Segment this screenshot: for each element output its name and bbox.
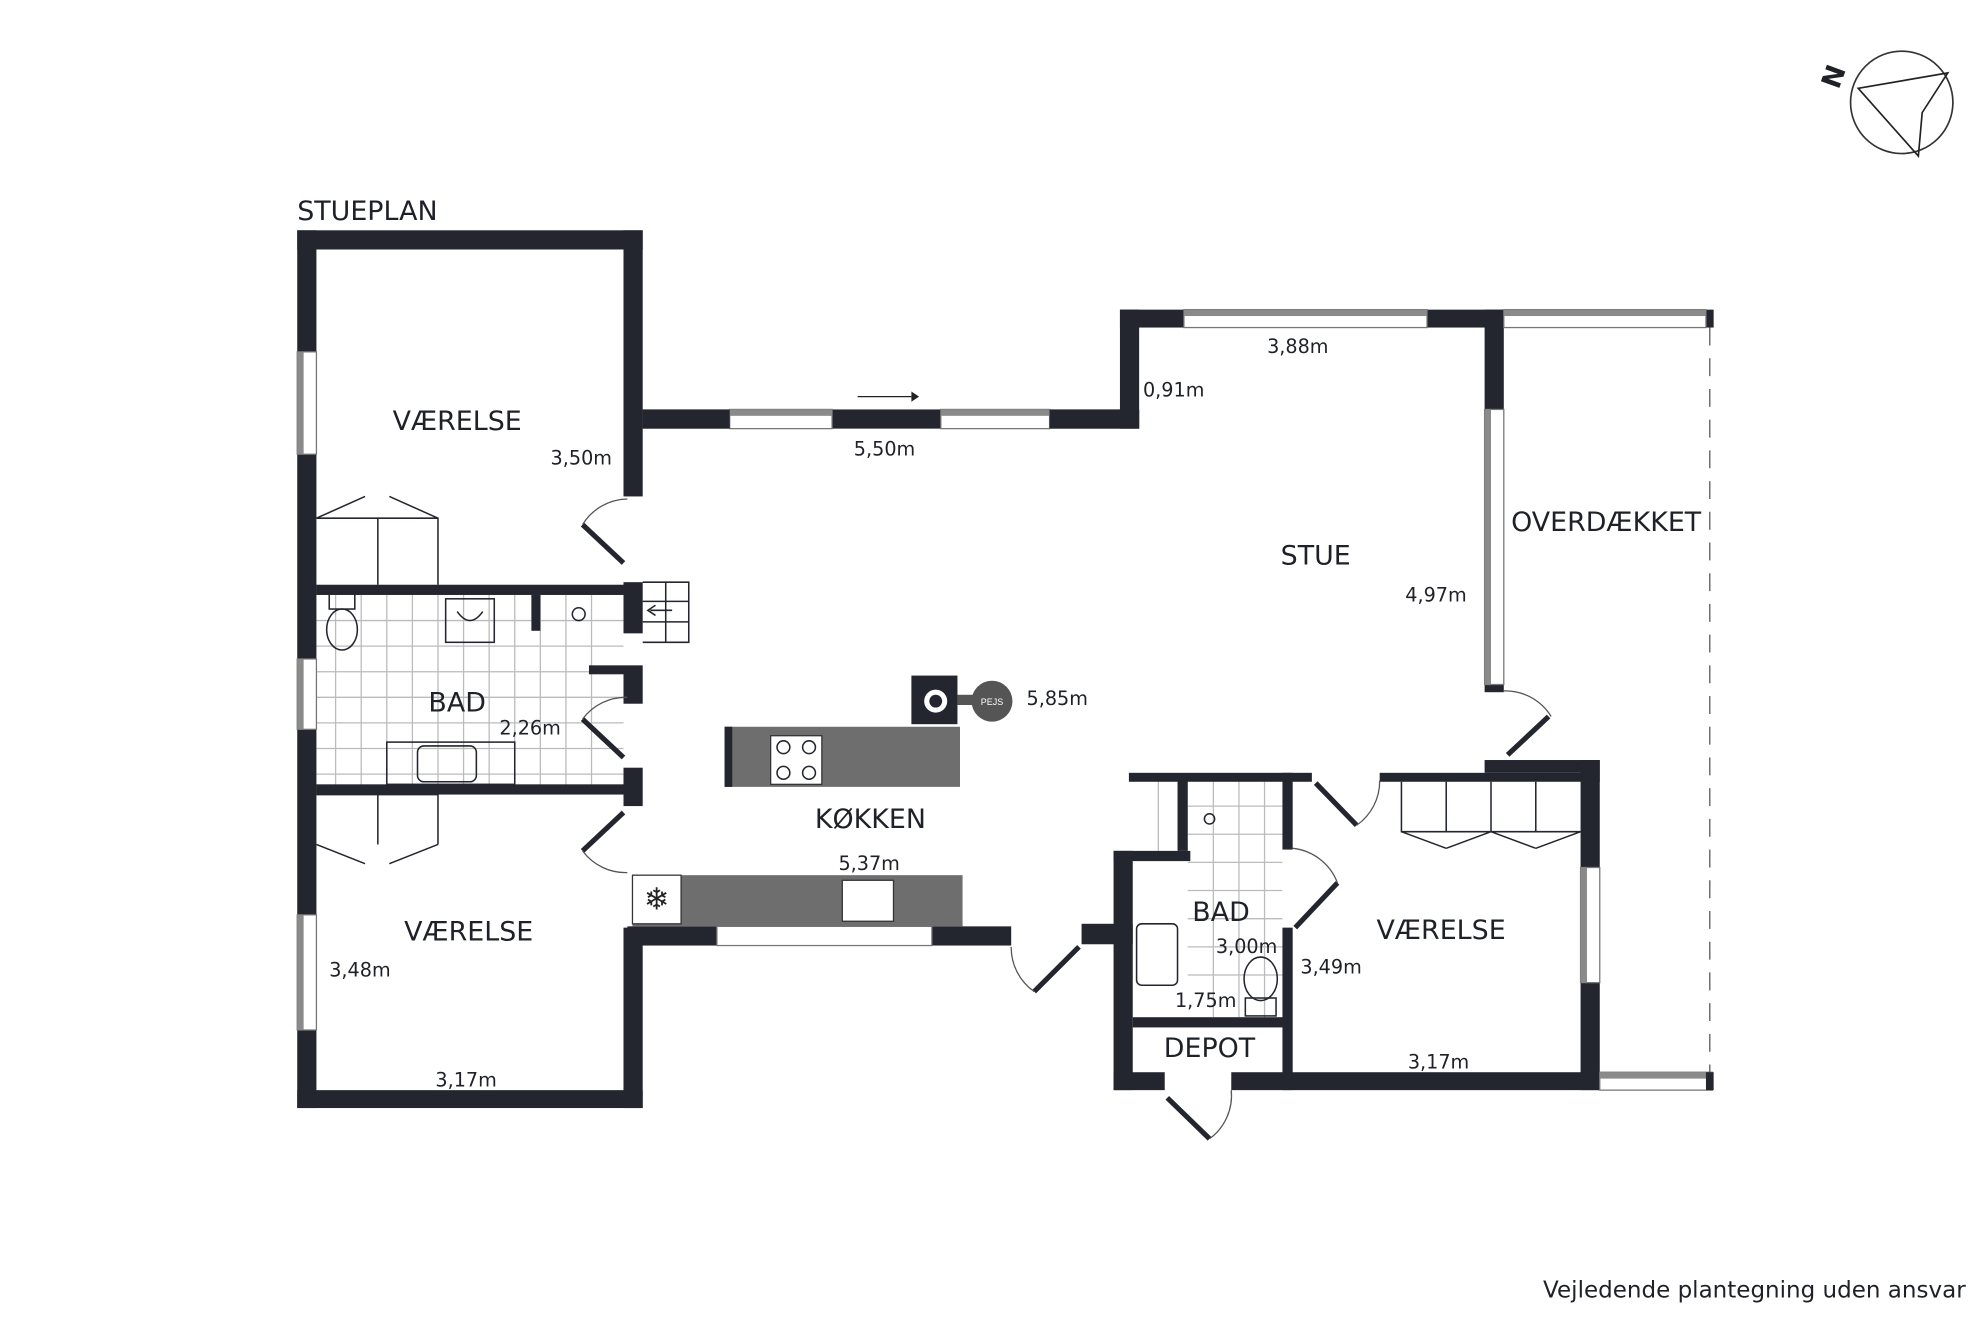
dim-vaerelse-2-b: 3,17m xyxy=(435,1068,496,1091)
disclaimer: Vejledende plantegning uden ansvar xyxy=(1543,1277,1966,1303)
room-label-depot: DEPOT xyxy=(1164,1033,1256,1064)
toilet-icon-2 xyxy=(1243,956,1279,1017)
shower-icon xyxy=(571,606,586,622)
stairs-icon xyxy=(642,581,690,644)
fireplace-label: PEJS xyxy=(981,697,1003,707)
room-label-bad-2: BAD xyxy=(1192,897,1249,928)
stove-icon xyxy=(776,740,817,780)
compass-icon: N xyxy=(1816,50,1954,159)
dim-vaerelse-1: 3,50m xyxy=(551,446,612,469)
room-label-koekken: KØKKEN xyxy=(815,804,926,835)
room-label-vaerelse-2: VÆRELSE xyxy=(404,916,533,947)
plan-title: STUEPLAN xyxy=(297,196,437,227)
dim-vaerelse-2-a: 3,48m xyxy=(329,958,390,981)
dim-stue-a: 5,50m xyxy=(854,438,915,461)
dim-bad-1: 2,26m xyxy=(499,716,560,739)
compass-north-label: N xyxy=(1816,61,1853,93)
windows xyxy=(296,308,1714,1091)
shower-icon-2 xyxy=(1203,812,1216,825)
room-label-bad-1: BAD xyxy=(428,687,485,718)
dim-stue-d: 4,97m xyxy=(1405,583,1466,606)
room-label-vaerelse-3: VÆRELSE xyxy=(1377,915,1506,946)
room-label-stue: STUE xyxy=(1281,540,1351,571)
room-label-vaerelse-1: VÆRELSE xyxy=(393,406,522,437)
kitchen-island xyxy=(724,726,961,787)
kitchen-counter: ❄ xyxy=(631,874,963,927)
freezer-icon: ❄ xyxy=(644,882,670,917)
dim-vaerelse-3-a: 3,49m xyxy=(1300,956,1361,979)
sink-icon xyxy=(386,741,516,786)
dim-koekken: 5,37m xyxy=(838,852,899,875)
dim-stue-b: 3,88m xyxy=(1267,335,1328,358)
sliding-door-arrow-icon xyxy=(857,391,920,402)
dim-vaerelse-3-b: 3,17m xyxy=(1408,1050,1469,1073)
wardrobes xyxy=(316,495,1581,865)
bad-1-tiles xyxy=(316,594,624,785)
dim-stue-e: 5,85m xyxy=(1027,687,1088,710)
bad-2-tiles xyxy=(1157,780,1283,1018)
sink-icon-2 xyxy=(1135,923,1179,986)
doors xyxy=(580,498,1552,1141)
fireplace-icon: PEJS xyxy=(911,675,1013,725)
washing-machine-icon xyxy=(444,598,496,644)
dim-bad-2-a: 3,00m xyxy=(1216,935,1277,958)
dim-stue-c: 0,91m xyxy=(1143,379,1204,402)
dim-bad-2-b: 1,75m xyxy=(1175,989,1236,1012)
toilet-icon xyxy=(325,592,359,651)
room-label-overdaekket: OVERDÆKKET xyxy=(1511,507,1702,538)
